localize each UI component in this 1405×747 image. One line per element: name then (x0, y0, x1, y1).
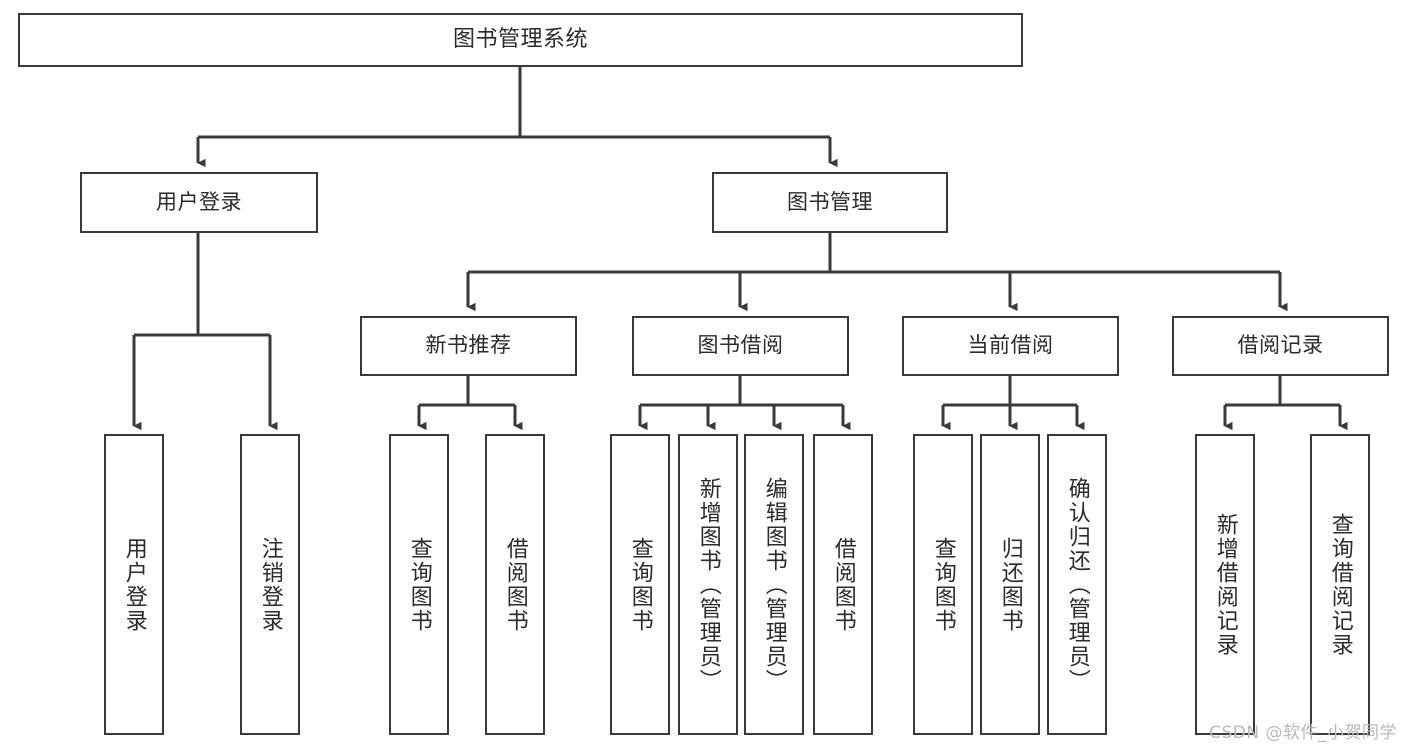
node-leaf-query-borrow-record[interactable]: 查询借阅记录 (1310, 434, 1370, 735)
csdn-watermark: CSDN @软件_小贺同学 (1209, 723, 1397, 743)
node-label: 图书借阅 (697, 333, 784, 358)
node-current-borrow[interactable]: 当前借阅 (902, 316, 1119, 376)
node-leaf-add-book[interactable]: 新增图书（管理员） (678, 434, 738, 735)
node-user-login[interactable]: 用户登录 (80, 172, 318, 233)
node-label: 借阅图书 (830, 536, 856, 633)
node-leaf-edit-book[interactable]: 编辑图书（管理员） (744, 434, 804, 735)
node-label: 图书管理系统 (452, 26, 588, 52)
node-label: 查询借阅记录 (1327, 512, 1353, 657)
node-label: 新增图书（管理员） (695, 476, 721, 693)
node-leaf-query-book-current[interactable]: 查询图书 (913, 434, 973, 735)
node-book-manage[interactable]: 图书管理 (712, 172, 948, 233)
node-label: 注销登录 (257, 536, 283, 633)
node-label: 确认归还（管理员） (1064, 476, 1090, 693)
node-label: 查询图书 (627, 536, 653, 633)
node-label: 新增借阅记录 (1212, 512, 1238, 657)
node-borrow-record[interactable]: 借阅记录 (1172, 316, 1389, 376)
node-label: 用户登录 (156, 189, 242, 214)
node-label: 图书管理 (787, 189, 873, 214)
node-label: 当前借阅 (967, 333, 1054, 358)
node-label: 查询图书 (406, 536, 432, 633)
node-label: 借阅记录 (1237, 333, 1324, 358)
node-book-borrow[interactable]: 图书借阅 (632, 316, 849, 376)
node-leaf-query-book-recommend[interactable]: 查询图书 (389, 434, 449, 735)
node-label: 归还图书 (997, 536, 1023, 633)
node-leaf-return-book[interactable]: 归还图书 (980, 434, 1040, 735)
node-leaf-query-book-borrow[interactable]: 查询图书 (610, 434, 670, 735)
node-label: 新书推荐 (425, 333, 512, 358)
node-leaf-user-login[interactable]: 用户登录 (104, 434, 164, 735)
node-leaf-logout[interactable]: 注销登录 (240, 434, 300, 735)
node-leaf-add-borrow-record[interactable]: 新增借阅记录 (1195, 434, 1255, 735)
node-leaf-borrow-book-recommend[interactable]: 借阅图书 (485, 434, 545, 735)
node-leaf-confirm-return[interactable]: 确认归还（管理员） (1047, 434, 1107, 735)
node-leaf-borrow-book[interactable]: 借阅图书 (813, 434, 873, 735)
node-label: 用户登录 (121, 536, 147, 633)
node-root-book-management-system[interactable]: 图书管理系统 (18, 13, 1023, 67)
node-label: 编辑图书（管理员） (761, 476, 787, 693)
node-label: 查询图书 (930, 536, 956, 633)
node-new-book-recommend[interactable]: 新书推荐 (360, 316, 577, 376)
node-label: 借阅图书 (502, 536, 528, 633)
